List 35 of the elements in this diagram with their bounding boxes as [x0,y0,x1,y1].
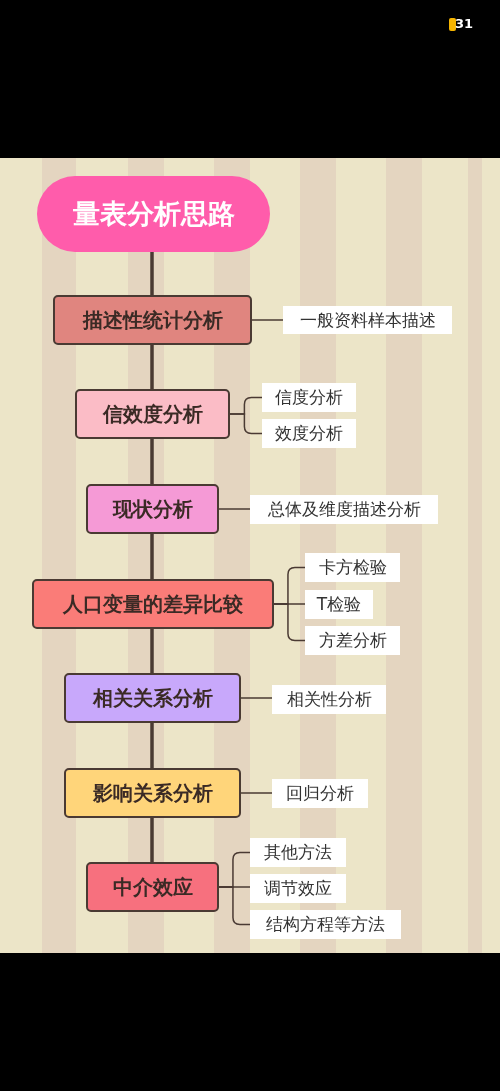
label-box: 总体及维度描述分析 [250,495,438,524]
connector-line [150,439,154,484]
label-box: 调节效应 [250,874,346,903]
process-box: 影响关系分析 [64,768,241,818]
process-box: 信效度分析 [75,389,230,439]
connector-line [218,886,251,926]
connector-line [229,413,263,435]
label-box: 方差分析 [305,626,400,655]
connector-line [150,534,154,579]
connector-line [150,723,154,768]
label-box: 卡方检验 [305,553,400,582]
connector-line [150,818,154,862]
connector-line [150,252,154,295]
connector-line [218,508,251,510]
connector-line [240,792,273,794]
connector-line [150,629,154,673]
process-box: 现状分析 [86,484,219,534]
label-box: 结构方程等方法 [250,910,401,939]
process-box: 人口变量的差异比较 [32,579,274,629]
connector-line [273,603,306,642]
process-box: 中介效应 [86,862,219,912]
process-box: 描述性统计分析 [53,295,252,345]
label-box: 效度分析 [262,419,356,448]
label-box: 相关性分析 [272,685,386,714]
battery-level: 31 [455,16,474,32]
connector-line [251,319,284,321]
connector-line [150,345,154,389]
title-pill: 量表分析思路 [37,176,270,252]
process-box: 相关关系分析 [64,673,241,723]
label-box: 一般资料样本描述 [283,306,452,334]
label-box: 信度分析 [262,383,356,412]
connector-line [240,697,273,699]
label-box: 其他方法 [250,838,346,867]
label-box: T检验 [305,590,373,619]
label-box: 回归分析 [272,779,368,808]
